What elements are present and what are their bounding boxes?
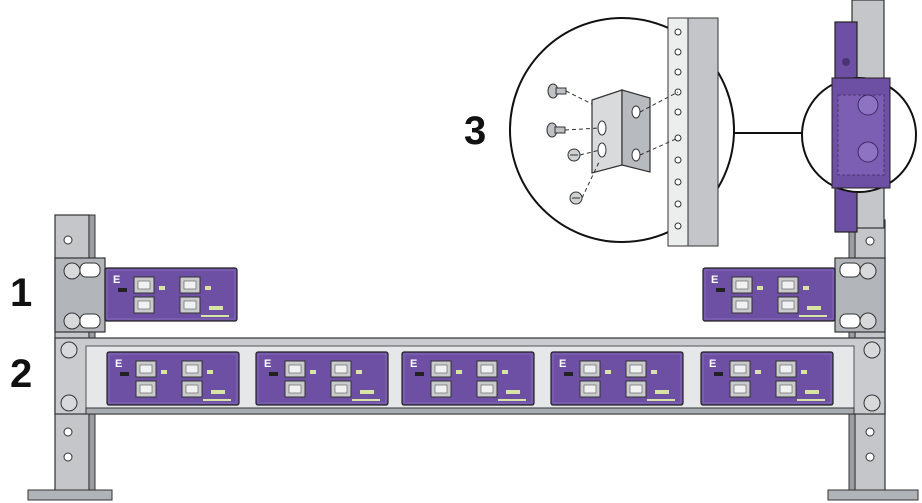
magnifier-circle-icon	[509, 17, 735, 247]
device-row1-left	[104, 267, 238, 322]
device-row1-right	[702, 267, 836, 322]
device-row2-3	[401, 351, 535, 406]
device-row2-1	[106, 351, 240, 406]
row1-left-bracket	[54, 257, 106, 333]
mounting-bracket-icon	[591, 89, 651, 174]
screw-icon	[547, 83, 567, 99]
device-row2-2	[255, 351, 389, 406]
callout-2: 2	[10, 352, 32, 396]
detail-circle-small	[801, 77, 917, 193]
row1-right-bracket	[834, 257, 886, 333]
screw-icon	[567, 148, 581, 162]
callout-1: 1	[10, 271, 32, 315]
device-row2-5	[700, 351, 834, 406]
device-row2-4	[550, 351, 684, 406]
callout-3: 3	[464, 109, 486, 153]
screw-icon	[546, 122, 566, 138]
screw-icon	[569, 191, 583, 205]
